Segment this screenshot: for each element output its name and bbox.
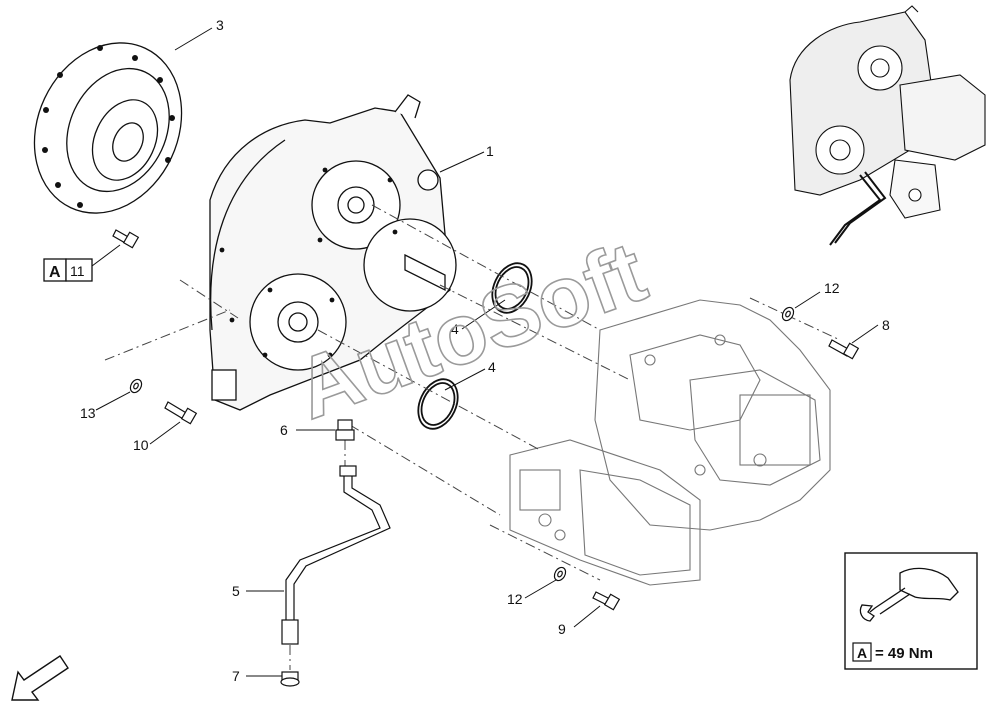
callout-12-lower: 12 bbox=[507, 591, 523, 607]
o-ring-upper-part bbox=[491, 262, 533, 314]
torque-spec-letter: A bbox=[857, 645, 867, 661]
bolt-item-11 bbox=[112, 229, 140, 249]
flex-coupling-part bbox=[33, 42, 183, 214]
plug-item-7 bbox=[280, 671, 300, 687]
callout-13: 13 bbox=[80, 405, 96, 421]
washer-item-12-upper bbox=[781, 306, 795, 322]
o-ring-lower-part bbox=[417, 378, 459, 430]
callout-4-lower: 4 bbox=[488, 359, 496, 375]
callout-9: 9 bbox=[558, 621, 566, 637]
assembly-centre-lines bbox=[104, 204, 841, 670]
torque-legend-panel: A = 49 Nm bbox=[844, 552, 978, 670]
front-direction-arrow-icon bbox=[11, 655, 69, 701]
gearbox-housing-part bbox=[209, 94, 457, 411]
callout-6: 6 bbox=[280, 422, 288, 438]
bolt-item-10 bbox=[164, 401, 198, 425]
callout-8: 8 bbox=[882, 317, 890, 333]
assembled-view-inset bbox=[789, 5, 986, 246]
washer-item-13 bbox=[129, 378, 143, 394]
torque-ref-letter: A bbox=[49, 264, 61, 281]
leader-lines bbox=[91, 27, 879, 677]
hydraulic-pump-assembly-ghost bbox=[509, 299, 831, 586]
callout-1: 1 bbox=[486, 143, 494, 159]
callout-5: 5 bbox=[232, 583, 240, 599]
torque-ref-number: 11 bbox=[70, 263, 85, 279]
washer-item-12-lower bbox=[553, 566, 567, 582]
fitting-item-6 bbox=[335, 419, 355, 441]
torque-spec-value: = 49 Nm bbox=[875, 645, 933, 662]
bolt-item-9 bbox=[592, 591, 621, 611]
callout-12-upper: 12 bbox=[824, 280, 840, 296]
callout-3: 3 bbox=[216, 17, 224, 33]
callout-4-upper: 4 bbox=[451, 321, 459, 337]
wrench-hand-icon bbox=[859, 567, 959, 622]
callout-7: 7 bbox=[232, 668, 240, 684]
pipe-item-5 bbox=[281, 465, 391, 645]
callout-10: 10 bbox=[133, 437, 149, 453]
torque-reference-box: A 11 bbox=[43, 258, 93, 282]
bolt-item-8 bbox=[828, 339, 860, 360]
